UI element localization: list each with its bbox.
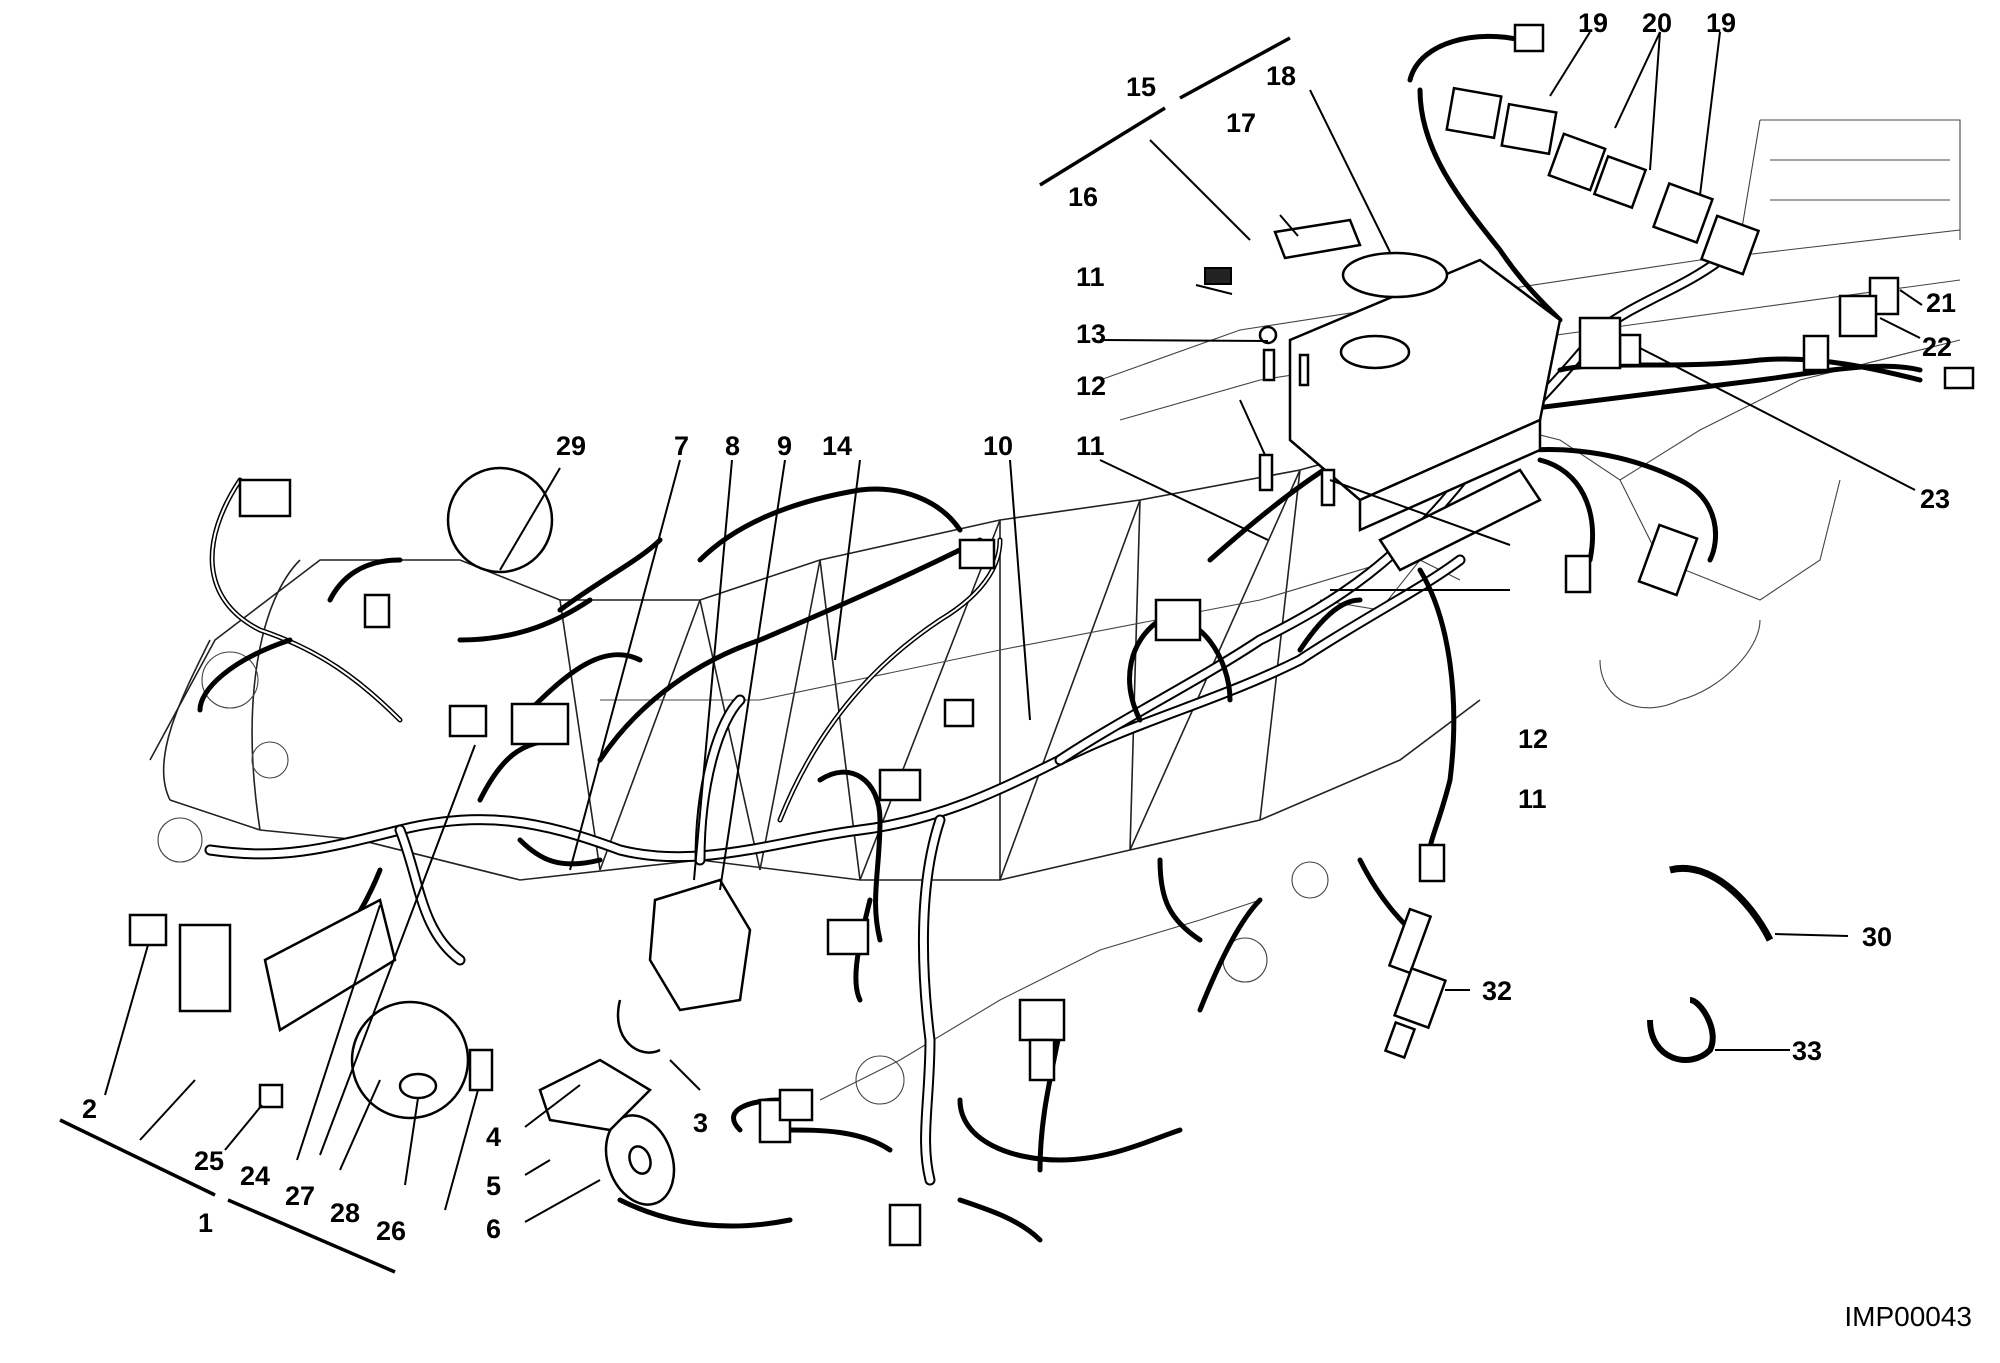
label-23: 23	[1920, 484, 1950, 514]
label-27: 27	[285, 1181, 315, 1211]
rear-connectors	[1154, 23, 1975, 883]
label-2: 2	[82, 1094, 97, 1124]
detail-circle-29	[446, 466, 554, 574]
label-25: 25	[194, 1146, 224, 1176]
cable-tie	[1669, 865, 1774, 942]
wire-branches	[197, 33, 1923, 1243]
label-32: 32	[1482, 976, 1512, 1006]
group-bracket-15	[1039, 36, 1291, 187]
ecu-unit	[1288, 258, 1562, 572]
label-1: 1	[198, 1208, 213, 1238]
label-29: 29	[556, 431, 586, 461]
horn-bracket	[538, 1058, 653, 1132]
label-21: 21	[1926, 288, 1956, 318]
spark-plug	[1383, 907, 1448, 1060]
front-connectors	[128, 478, 570, 1109]
label-19a: 19	[1578, 8, 1608, 38]
grommet	[1258, 325, 1278, 345]
relay-connectors	[1445, 86, 1900, 372]
label-11b: 11	[1076, 431, 1105, 461]
label-33: 33	[1792, 1036, 1822, 1066]
label-30: 30	[1862, 922, 1892, 952]
ignition-coil	[616, 878, 752, 1054]
label-17: 17	[1226, 108, 1256, 138]
label-12a: 12	[1076, 371, 1106, 401]
label-28: 28	[330, 1198, 360, 1228]
label-8: 8	[725, 431, 740, 461]
label-19b: 19	[1706, 8, 1736, 38]
label-20: 20	[1642, 8, 1672, 38]
fuse-chip	[1204, 267, 1232, 285]
part-labels: 1 2 3 4 5 6 7 8 9 10 11 11 11 12 12 13 1…	[82, 8, 1956, 1246]
label-6: 6	[486, 1214, 501, 1244]
lower-connectors	[468, 538, 1066, 1247]
label-5: 5	[486, 1171, 501, 1201]
diagram-code: IMP00043	[1844, 1301, 1972, 1332]
label-11a: 11	[1076, 262, 1105, 292]
label-26: 26	[376, 1216, 406, 1246]
group-bracket-1	[59, 1118, 396, 1274]
mounting-screws	[1258, 348, 1336, 507]
label-11c: 11	[1518, 784, 1547, 814]
label-16: 16	[1068, 182, 1098, 212]
label-7: 7	[674, 431, 689, 461]
label-13: 13	[1076, 319, 1106, 349]
label-10: 10	[983, 431, 1013, 461]
detail-circle-27-28	[350, 1000, 470, 1120]
o-ring	[398, 1072, 438, 1100]
cable-clip	[1647, 997, 1716, 1063]
label-4: 4	[486, 1122, 501, 1152]
label-3: 3	[693, 1108, 708, 1138]
label-22: 22	[1922, 332, 1952, 362]
label-24: 24	[240, 1161, 270, 1191]
label-9: 9	[777, 431, 792, 461]
leader-lines	[104, 31, 1923, 1223]
label-15: 15	[1126, 72, 1156, 102]
motorcycle-frame	[149, 119, 1961, 1105]
fuse-box-cover	[1341, 251, 1449, 299]
decal-plate	[1273, 218, 1362, 260]
label-12b: 12	[1518, 724, 1548, 754]
label-18: 18	[1266, 61, 1296, 91]
label-14: 14	[822, 431, 852, 461]
